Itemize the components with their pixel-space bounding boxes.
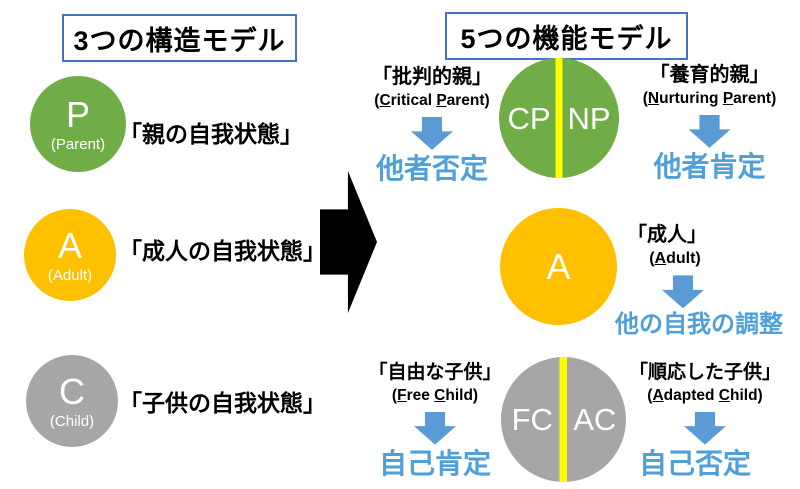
np-letter: NP xyxy=(567,100,611,136)
nurturing-parent-en-label: (Nurturing Parent) xyxy=(642,90,777,107)
down-arrow-icon xyxy=(688,114,731,148)
down-arrow-icon xyxy=(684,411,726,445)
adult-en-label: (Adult) xyxy=(649,250,701,267)
down-arrow-icon xyxy=(662,275,704,309)
child-letter: C xyxy=(59,370,85,412)
functional-adult-circle: A xyxy=(500,208,617,325)
free-child-block: 「自由な子供」 (Free Child) 自己肯定 xyxy=(367,362,503,480)
structural-model-title: 3つの構造モデル xyxy=(62,14,297,62)
fc-letter: FC xyxy=(511,402,553,437)
structural-model-title-text: 3つの構造モデル xyxy=(73,25,286,56)
down-arrow-icon xyxy=(411,116,453,150)
adapted-child-jp-label: 「順応した子供」 xyxy=(628,362,781,383)
adult-function-block: 「成人」 (Adult) 他の自我の調整 xyxy=(600,224,783,339)
adult-result: 他の自我の調整 xyxy=(615,311,783,339)
adult-name: (Adult) xyxy=(47,266,93,284)
adult-jp-label: 「成人」 xyxy=(627,224,707,246)
down-arrow-icon xyxy=(414,411,456,445)
nurturing-parent-jp-label: 「養育的親」 xyxy=(649,64,770,86)
critical-parent-result: 他者否定 xyxy=(375,152,488,184)
adult-ego-label: 「成人の自我状態」 xyxy=(119,238,326,264)
child-name: (Child) xyxy=(49,412,95,430)
child-ego-label: 「子供の自我状態」 xyxy=(119,390,326,416)
critical-parent-block: 「批判的親」 (Critical Parent) 他者否定 xyxy=(358,66,506,185)
nurturing-parent-result: 他者肯定 xyxy=(653,150,766,182)
parent-letter: P xyxy=(65,93,90,135)
nurturing-parent-block: 「養育的親」 (Nurturing Parent) 他者肯定 xyxy=(617,64,800,183)
cp-np-circle: CP NP xyxy=(499,58,619,178)
critical-parent-en-label: (Critical Parent) xyxy=(374,92,490,109)
parent-ego-circle: P (Parent) xyxy=(30,76,126,172)
ac-letter: AC xyxy=(573,402,617,437)
parent-name: (Parent) xyxy=(50,135,106,153)
critical-parent-jp-label: 「批判的親」 xyxy=(372,66,492,88)
adapted-child-block: 「順応した子供」 (Adapted Child) 自己否定 xyxy=(620,362,790,480)
functional-model-title: 5つの機能モデル xyxy=(445,12,688,60)
free-child-en-label: (Free Child) xyxy=(391,386,479,404)
child-ego-circle: C (Child) xyxy=(26,355,118,447)
functional-adult-letter: A xyxy=(546,245,571,287)
big-right-arrow-icon xyxy=(320,171,377,313)
cp-letter: CP xyxy=(507,100,551,136)
adapted-child-result: 自己否定 xyxy=(638,447,751,479)
free-child-jp-label: 「自由な子供」 xyxy=(368,362,502,383)
fc-ac-circle: FC AC xyxy=(501,357,626,482)
parent-ego-label: 「親の自我状態」 xyxy=(119,121,303,147)
adapted-child-en-label: (Adapted Child) xyxy=(647,386,763,404)
adult-letter: A xyxy=(57,224,82,266)
adult-ego-circle: A (Adult) xyxy=(24,209,116,301)
functional-model-title-text: 5つの機能モデル xyxy=(460,23,673,54)
free-child-result: 自己肯定 xyxy=(378,447,491,479)
